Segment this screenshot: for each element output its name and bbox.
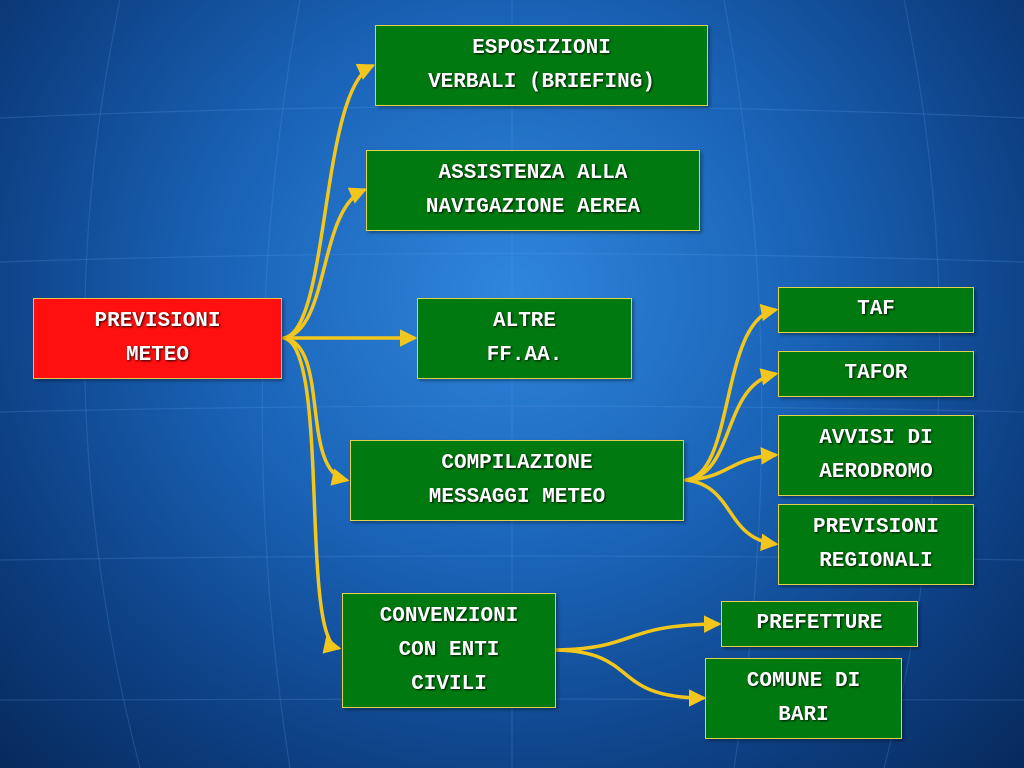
- node-tafor-line1: TAFOR: [844, 362, 908, 385]
- node-esposizioni-line1: ESPOSIZIONI: [472, 36, 611, 60]
- node-esposizioni-verbali: ESPOSIZIONI VERBALI (BRIEFING): [375, 25, 708, 106]
- node-avvisi-line1: AVVISI DI: [819, 426, 933, 450]
- arrow-root-to-compilazione: [282, 336, 350, 486]
- node-compilazione-messaggi: COMPILAZIONE MESSAGGI METEO: [350, 440, 684, 521]
- node-compilazione-line1: COMPILAZIONE: [441, 451, 593, 475]
- node-convenzioni-line1: CONVENZIONI: [379, 604, 519, 628]
- node-convenzioni-line2: CON ENTI: [398, 638, 500, 662]
- node-previsioni-regionali: PREVISIONI REGIONALI: [778, 504, 974, 585]
- node-regionali-line1: PREVISIONI: [812, 515, 940, 539]
- node-assistenza-line2: NAVIGAZIONE AEREA: [425, 195, 641, 219]
- arrow-root-to-convenzioni: [282, 336, 342, 654]
- node-assistenza-navigazione: ASSISTENZA ALLA NAVIGAZIONE AEREA: [366, 150, 700, 231]
- node-altre-line1: ALTRE: [492, 309, 556, 333]
- node-tafor: TAFOR: [778, 351, 974, 397]
- node-avvisi-aerodromo: AVVISI DI AERODROMO: [778, 415, 974, 496]
- root-node-previsioni-meteo: PREVISIONI METEO: [33, 298, 282, 379]
- node-prefetture-line1: PREFETTURE: [756, 612, 883, 635]
- node-convenzioni-line3: CIVILI: [411, 672, 487, 696]
- node-avvisi-line2: AERODROMO: [819, 460, 933, 484]
- arrow-root-to-assistenza: [282, 187, 368, 340]
- node-taf-line1: TAF: [857, 298, 895, 321]
- root-node-line2: METEO: [125, 343, 189, 367]
- node-comune-line2: BARI: [778, 703, 829, 727]
- node-regionali-line2: REGIONALI: [819, 549, 933, 573]
- node-comune-di-bari: COMUNE DI BARI: [705, 658, 902, 739]
- node-assistenza-line1: ASSISTENZA ALLA: [438, 161, 628, 185]
- arrow-compilazione-to-tafor: [684, 368, 779, 482]
- arrow-compilazione-to-regionali: [684, 478, 779, 552]
- root-node-line1: PREVISIONI: [94, 309, 221, 333]
- arrow-convenzioni-to-comune: [555, 648, 707, 707]
- node-convenzioni-enti-civili: CONVENZIONI CON ENTI CIVILI: [342, 593, 556, 708]
- node-altre-line2: FF.AA.: [486, 343, 563, 367]
- node-compilazione-line2: MESSAGGI METEO: [428, 485, 606, 509]
- arrow-convenzioni-to-prefetture: [555, 615, 722, 652]
- arrow-root-to-esposizioni: [282, 63, 376, 340]
- node-altre-ffaa: ALTRE FF.AA.: [417, 298, 632, 379]
- node-esposizioni-line2: VERBALI (BRIEFING): [428, 70, 655, 94]
- arrow-compilazione-to-avvisi: [684, 447, 779, 482]
- node-comune-line1: COMUNE DI: [746, 669, 861, 693]
- node-taf: TAF: [778, 287, 974, 333]
- node-prefetture: PREFETTURE: [721, 601, 918, 647]
- arrow-compilazione-to-taf: [684, 303, 779, 482]
